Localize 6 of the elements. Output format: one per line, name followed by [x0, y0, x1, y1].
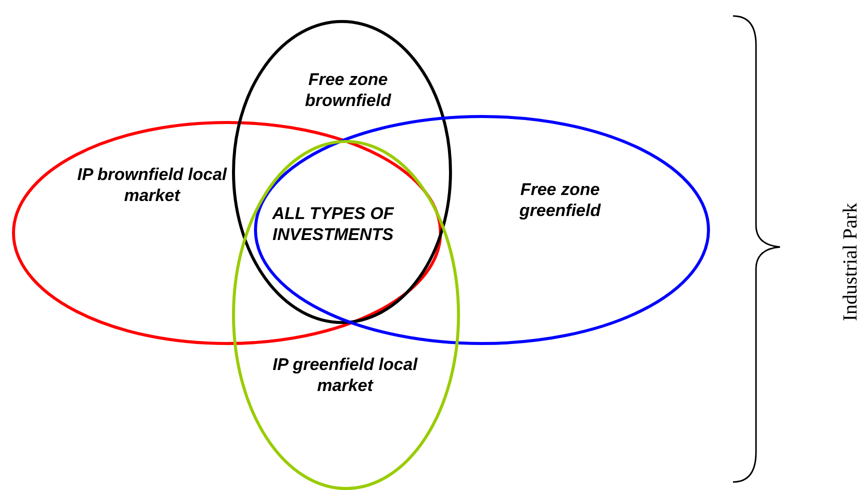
- set-label: IP greenfield local market: [272, 354, 419, 396]
- set-label: Free zone brownfield: [304, 69, 392, 111]
- brace-label: Industrial Park: [840, 202, 861, 324]
- set-label: Free zone greenfield: [518, 179, 602, 221]
- intersection-label: ALL TYPES OF INVESTMENTS: [271, 203, 395, 245]
- set-label: IP brownfield local market: [77, 164, 227, 206]
